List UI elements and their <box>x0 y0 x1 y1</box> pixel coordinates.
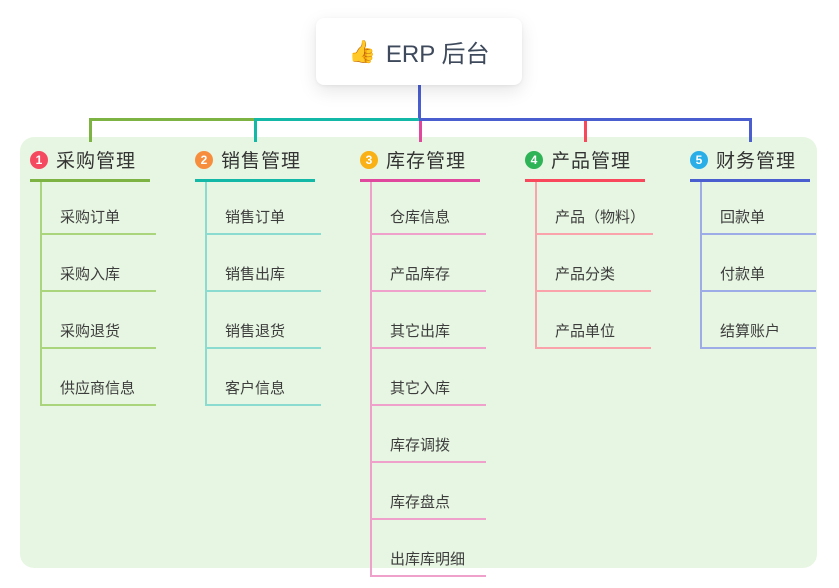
branch-number-badge-1: 1 <box>30 150 48 169</box>
branch-children-5: 回款单付款单结算账户 <box>700 182 816 349</box>
root-node-label: ERP 后台 <box>385 41 490 68</box>
branch-number-badge-5: 5 <box>690 150 708 169</box>
branch-header-5[interactable]: 5 财务管理 <box>690 146 810 182</box>
child-topic[interactable]: 采购退货 <box>42 292 156 349</box>
child-topic[interactable]: 出库库明细 <box>372 520 486 577</box>
child-topic[interactable]: 销售退货 <box>207 292 321 349</box>
branch-children-3: 仓库信息产品库存其它出库其它入库库存调拨库存盘点出库库明细 <box>370 182 486 577</box>
branch-header-1[interactable]: 1 采购管理 <box>30 146 150 182</box>
child-topic-label: 销售退货 <box>225 323 286 340</box>
child-topic-label: 出库库明细 <box>390 551 466 568</box>
child-topic[interactable]: 采购订单 <box>42 182 156 235</box>
child-topic[interactable]: 客户信息 <box>207 349 321 406</box>
child-topic[interactable]: 库存盘点 <box>372 463 486 520</box>
child-topic[interactable]: 结算账户 <box>702 292 816 349</box>
connector-root-drop <box>418 85 421 121</box>
branch-label-4: 产品管理 <box>551 151 632 172</box>
branch-3: 3 库存管理仓库信息产品库存其它出库其它入库库存调拨库存盘点出库库明细 <box>360 146 486 577</box>
branch-children-1: 采购订单采购入库采购退货供应商信息 <box>40 182 156 406</box>
mindmap-background-panel <box>20 137 817 568</box>
connector-bus-segment-2 <box>254 118 419 121</box>
branch-children-4: 产品（物料） 产品分类产品单位 <box>535 182 654 349</box>
child-topic-label: 回款单 <box>720 209 766 226</box>
child-topic[interactable]: 库存调拨 <box>372 406 486 463</box>
branch-1: 1 采购管理采购订单采购入库采购退货供应商信息 <box>30 146 156 406</box>
child-topic[interactable]: 其它入库 <box>372 349 486 406</box>
child-topic[interactable]: 产品（物料） <box>537 182 654 235</box>
branch-number-badge-3: 3 <box>360 150 378 169</box>
connector-branch-drop-4 <box>584 121 587 142</box>
branch-header-3[interactable]: 3 库存管理 <box>360 146 480 182</box>
child-topic[interactable]: 回款单 <box>702 182 816 235</box>
branch-label-3: 库存管理 <box>386 151 467 172</box>
child-topic-label: 仓库信息 <box>390 209 451 226</box>
branch-header-2[interactable]: 2 销售管理 <box>195 146 315 182</box>
child-topic[interactable]: 采购入库 <box>42 235 156 292</box>
child-topic[interactable]: 仓库信息 <box>372 182 486 235</box>
thumbs-up-icon: 👍 <box>348 38 376 64</box>
branch-header-4[interactable]: 4 产品管理 <box>525 146 645 182</box>
connector-bus-segment-3 <box>419 118 752 121</box>
child-topic[interactable]: 产品单位 <box>537 292 651 349</box>
child-topic[interactable]: 销售订单 <box>207 182 321 235</box>
child-topic-label: 采购入库 <box>60 266 121 283</box>
connector-branch-drop-2 <box>254 118 257 142</box>
child-topic-label: 销售出库 <box>225 266 286 283</box>
child-topic-label: 库存调拨 <box>390 437 451 454</box>
child-topic-label: 其它出库 <box>390 323 451 340</box>
branch-label-5: 财务管理 <box>716 151 797 172</box>
child-topic-label: 其它入库 <box>390 380 451 397</box>
child-topic-label: 结算账户 <box>720 323 781 340</box>
child-topic[interactable]: 销售出库 <box>207 235 321 292</box>
branch-4: 4 产品管理产品（物料） 产品分类产品单位 <box>525 146 654 349</box>
child-topic-label: 采购订单 <box>60 209 121 226</box>
child-topic[interactable]: 供应商信息 <box>42 349 156 406</box>
branch-number-badge-4: 4 <box>525 150 543 169</box>
child-topic-label: 产品（物料） <box>555 209 646 226</box>
child-topic-label: 采购退货 <box>60 323 121 340</box>
child-topic-label: 产品库存 <box>390 266 451 283</box>
branch-2: 2 销售管理销售订单销售出库销售退货客户信息 <box>195 146 321 406</box>
connector-bus-segment-1 <box>89 118 254 121</box>
child-topic[interactable]: 产品库存 <box>372 235 486 292</box>
child-topic-label: 库存盘点 <box>390 494 451 511</box>
branch-number-badge-2: 2 <box>195 150 213 169</box>
child-topic-label: 销售订单 <box>225 209 286 226</box>
branch-5: 5 财务管理回款单付款单结算账户 <box>690 146 816 349</box>
branch-label-2: 销售管理 <box>221 151 302 172</box>
child-topic-label: 产品分类 <box>555 266 616 283</box>
branch-children-2: 销售订单销售出库销售退货客户信息 <box>205 182 321 406</box>
branch-label-1: 采购管理 <box>56 151 137 172</box>
connector-branch-drop-1 <box>89 118 92 142</box>
connector-branch-drop-5 <box>749 118 752 142</box>
child-topic-label: 付款单 <box>720 266 766 283</box>
child-topic-label: 产品单位 <box>555 323 616 340</box>
child-topic-label: 客户信息 <box>225 380 286 397</box>
child-topic-label: 供应商信息 <box>60 380 136 397</box>
child-topic[interactable]: 产品分类 <box>537 235 651 292</box>
root-node-erp[interactable]: 👍 ERP 后台 <box>316 18 522 85</box>
child-topic[interactable]: 付款单 <box>702 235 816 292</box>
child-topic[interactable]: 其它出库 <box>372 292 486 349</box>
connector-branch-drop-3 <box>419 121 422 142</box>
